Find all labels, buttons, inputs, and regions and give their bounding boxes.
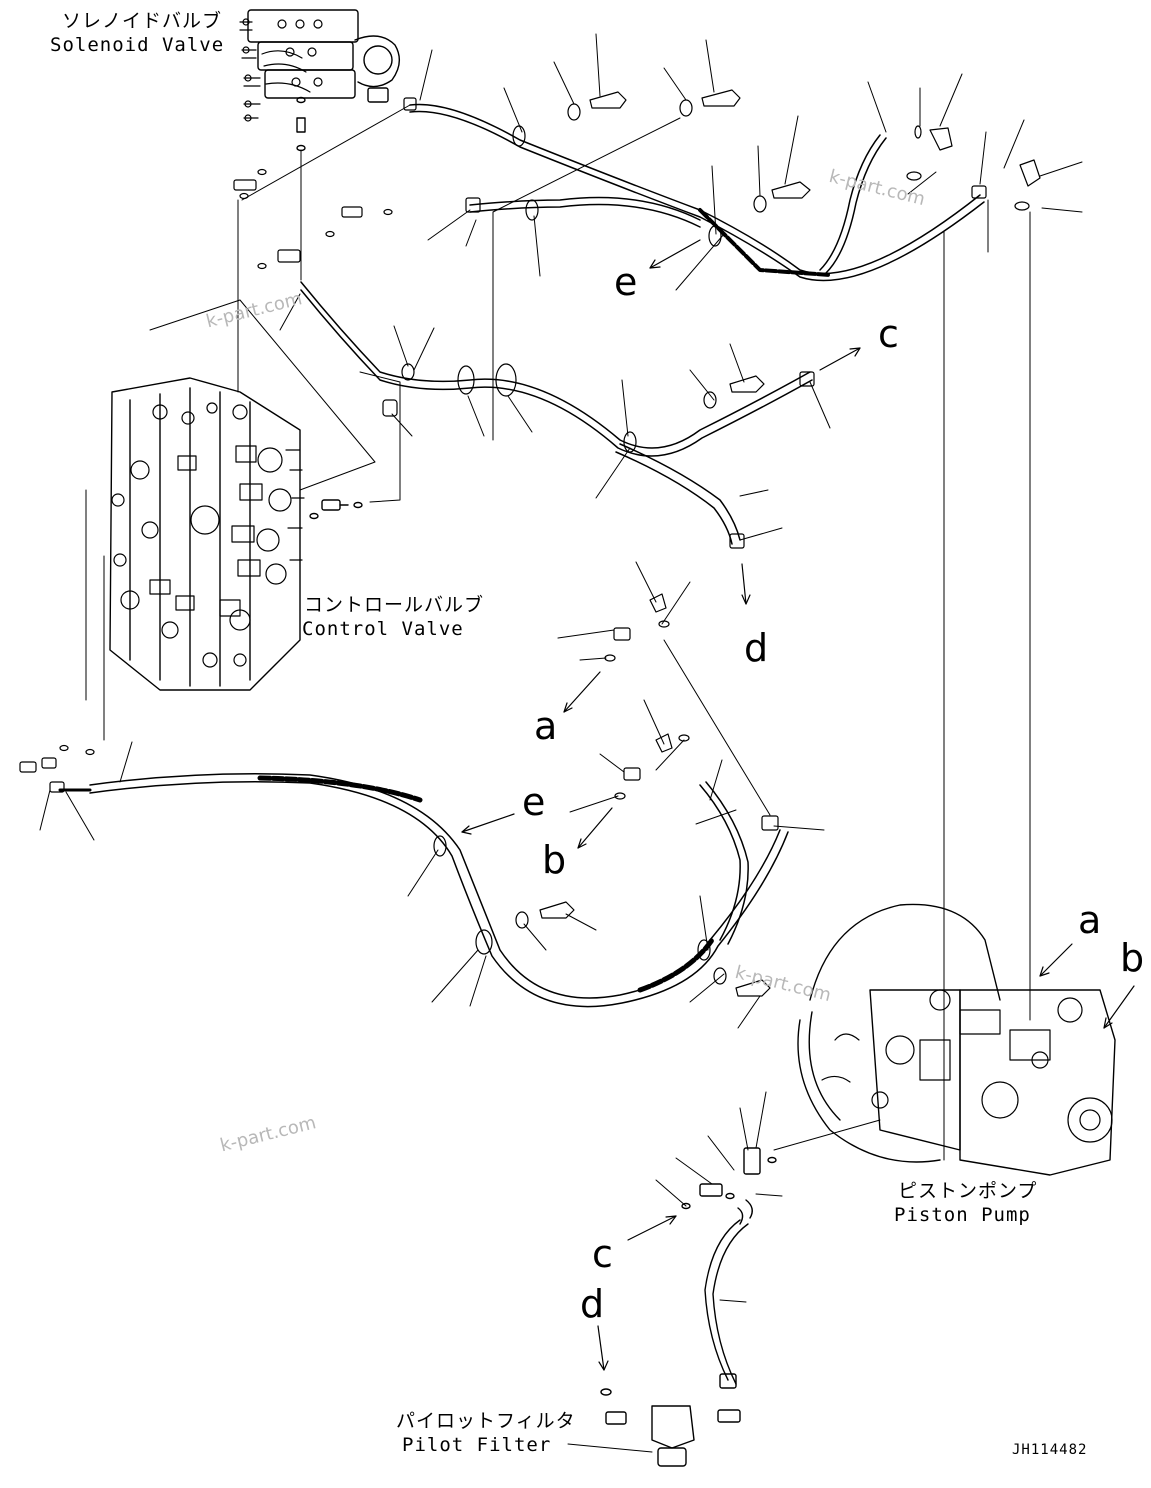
pilot-filter-assembly bbox=[600, 1147, 777, 1467]
control-valve-label-jp: コントロールバルブ bbox=[304, 594, 485, 616]
callout-e-top: e bbox=[614, 260, 638, 304]
callout-arrows bbox=[461, 239, 1135, 1371]
reference-lines bbox=[85, 104, 1031, 1161]
pilot-filter-label-en: Pilot Filter bbox=[402, 1434, 552, 1456]
part-leader-lines bbox=[39, 33, 1083, 1453]
small-fittings bbox=[233, 168, 398, 417]
piston-pump-assembly bbox=[797, 903, 1116, 1176]
callout-a-pump: a bbox=[1078, 898, 1102, 942]
control-valve-label-en: Control Valve bbox=[302, 618, 464, 640]
bolts-and-washers bbox=[19, 89, 1041, 997]
piston-pump-label-jp: ピストンポンプ bbox=[898, 1180, 1038, 1202]
callout-b-pump: b bbox=[1120, 936, 1145, 980]
callout-c-bottom: c bbox=[592, 1232, 613, 1276]
hoses-middle bbox=[58, 773, 789, 1008]
solenoid-valve-assembly bbox=[239, 9, 400, 152]
solenoid-valve-label-jp: ソレノイドバルブ bbox=[62, 10, 223, 32]
callout-c-top: c bbox=[878, 312, 899, 356]
callout-a-mid: a bbox=[534, 704, 558, 748]
piston-pump-label-en: Piston Pump bbox=[894, 1204, 1031, 1226]
callout-d-top: d bbox=[744, 626, 769, 670]
pilot-filter-label-jp: パイロットフィルタ bbox=[396, 1410, 576, 1432]
callout-b-mid: b bbox=[542, 838, 567, 882]
drawing-code: JH114482 bbox=[1012, 1442, 1088, 1458]
callout-e-mid: e bbox=[522, 780, 546, 824]
control-valve-assembly bbox=[109, 377, 363, 691]
hoses-top bbox=[300, 103, 985, 545]
callout-d-bottom: d bbox=[580, 1282, 605, 1326]
solenoid-valve-label-en: Solenoid Valve bbox=[50, 34, 225, 56]
